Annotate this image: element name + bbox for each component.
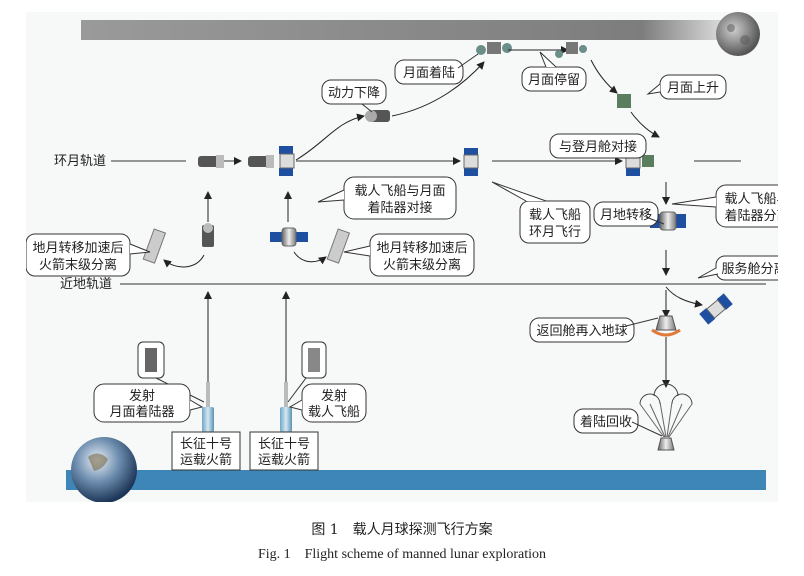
callout-ship-lander-dock: 载人飞船与月面 着陆器对接 (317, 176, 457, 220)
figure-caption-en: Fig. 1 Flight scheme of manned lunar exp… (257, 547, 547, 562)
reentry-capsule-icon (651, 315, 681, 337)
svg-text:载人飞船: 载人飞船 (529, 208, 581, 223)
svg-text:运载火箭: 运载火箭 (180, 452, 232, 468)
svg-text:载人飞船: 载人飞船 (308, 405, 360, 420)
svg-text:环月飞行: 环月飞行 (529, 225, 581, 240)
callout-reentry: 返回舱再入地球 (529, 317, 659, 343)
svg-text:火箭末级分离: 火箭末级分离 (383, 257, 461, 273)
callout-stage-sep-left: 地月转移加速后 火箭末级分离 (26, 233, 151, 277)
callout-dock-lander: 与登月舱对接 (549, 133, 647, 159)
lunar-orbit-label: 环月轨道 (54, 154, 106, 169)
flight-scheme-diagram: 环月轨道 近地轨道 (26, 12, 778, 502)
moon-band (81, 20, 741, 40)
svg-text:月面着陆: 月面着陆 (403, 65, 455, 81)
lander-payload-thumbnail (137, 341, 205, 403)
lander-descent-icon (365, 110, 390, 122)
lander-stack-icon (198, 155, 224, 168)
callout-powered-descent: 动力下降 (321, 79, 387, 113)
svg-text:载人飞船与月面: 载人飞船与月面 (354, 184, 445, 199)
callout-lunar-ascent: 月面上升 (646, 74, 727, 100)
rocket-left-icon (202, 382, 214, 432)
svg-text:运载火箭: 运载火箭 (258, 452, 310, 468)
callout-sm-sep: 服务舱分离 (697, 255, 778, 281)
svg-text:动力下降: 动力下降 (328, 86, 380, 101)
leo-label: 近地轨道 (60, 277, 112, 292)
lander-on-surface-icon (476, 42, 512, 55)
lander-tli-icon (202, 223, 214, 247)
svg-text:发射: 发射 (129, 388, 155, 404)
earth-image (71, 437, 137, 502)
parachute-icon (639, 383, 693, 451)
svg-text:地月转移加速后: 地月转移加速后 (376, 241, 467, 256)
svg-text:月面停留: 月面停留 (528, 72, 580, 88)
figure-caption-cn: 图 1 载人月球探测飞行方案 (311, 522, 493, 538)
rocket-stage-left-icon (142, 228, 167, 264)
svg-text:地月转移加速后: 地月转移加速后 (32, 241, 123, 256)
svg-text:着陆回收: 着陆回收 (580, 414, 632, 430)
callout-recovery: 着陆回收 (573, 408, 663, 437)
svg-text:着陆器分离: 着陆器分离 (724, 208, 778, 224)
callout-stage-sep-right: 地月转移加速后 火箭末级分离 (343, 233, 475, 277)
svg-text:返回舱再入地球: 返回舱再入地球 (536, 324, 627, 339)
service-module-icon (699, 293, 733, 325)
callout-lunar-landing: 月面着陆 (394, 53, 479, 85)
callout-ship-lunar-orbit: 载人飞船 环月飞行 (491, 181, 591, 244)
diagram-canvas: 环月轨道 近地轨道 (26, 12, 778, 502)
svg-text:载人飞船与: 载人飞船与 (724, 192, 778, 207)
svg-text:服务舱分离: 服务舱分离 (721, 261, 778, 277)
moon-image (716, 12, 760, 56)
svg-text:长征十号: 长征十号 (180, 437, 232, 452)
svg-text:月面上升: 月面上升 (667, 81, 719, 96)
lander-on-surface-icon (555, 42, 587, 58)
svg-text:与登月舱对接: 与登月舱对接 (559, 139, 637, 155)
rocket-right-icon (280, 382, 292, 432)
ascent-stage-icon (617, 94, 631, 108)
svg-text:着陆器对接: 着陆器对接 (367, 200, 432, 216)
rocket-stage-right-icon (326, 228, 351, 264)
label-rocket-right: 长征十号 运载火箭 (249, 431, 319, 471)
svg-text:火箭末级分离: 火箭末级分离 (39, 257, 117, 273)
spacecraft-orbit-icon (463, 148, 479, 176)
callout-lunar-stay: 月面停留 (521, 51, 587, 92)
spacecraft-payload-thumbnail (287, 341, 327, 403)
spacecraft-tli-icon (270, 227, 308, 247)
callout-launch-lander: 发射 月面着陆器 (93, 383, 204, 423)
svg-text:月地转移: 月地转移 (600, 208, 652, 223)
svg-text:发射: 发射 (321, 388, 347, 404)
lander-stack-icon (248, 155, 274, 168)
svg-text:长征十号: 长征十号 (258, 437, 310, 452)
spacecraft-docked-icon (279, 146, 295, 176)
earth-band (66, 470, 766, 490)
svg-text:月面着陆器: 月面着陆器 (109, 404, 174, 420)
callout-launch-ship: 发射 载人飞船 (288, 383, 367, 423)
callout-ship-lander-sep: 载人飞船与 着陆器分离 (671, 184, 778, 228)
callout-tei: 月地转移 (593, 201, 665, 227)
label-rocket-left: 长征十号 运载火箭 (171, 431, 241, 471)
